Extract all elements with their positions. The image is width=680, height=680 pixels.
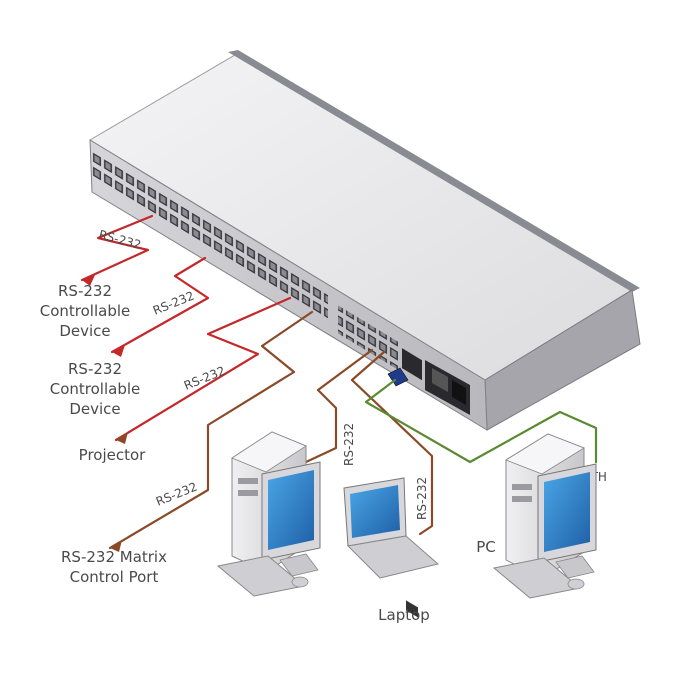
label-device1-line2: Controllable bbox=[40, 302, 131, 320]
cable-label-2: RS-232 bbox=[151, 289, 196, 318]
laptop-base bbox=[346, 535, 440, 579]
cable-rs232-device1 bbox=[80, 214, 154, 282]
label-device1-line3: Device bbox=[59, 322, 110, 340]
ethernet-port-icon bbox=[406, 600, 418, 618]
power-block bbox=[406, 360, 470, 618]
arrow-device2-icon bbox=[112, 345, 125, 357]
cable-label-5: RS-232 bbox=[342, 423, 356, 466]
cable-eth-pc bbox=[364, 378, 598, 464]
cable-rs232-matrix bbox=[108, 310, 314, 550]
desktop-mouse-icon bbox=[291, 576, 309, 588]
label-pc: PC bbox=[476, 538, 496, 556]
arrow-projector-icon bbox=[116, 432, 128, 444]
laptop-screen bbox=[350, 485, 400, 538]
chassis-rim bbox=[228, 50, 640, 292]
cable-rs232-device2 bbox=[110, 256, 210, 354]
label-device2-line2: Controllable bbox=[50, 380, 141, 398]
desktop-screen bbox=[268, 470, 314, 550]
label-projector: Projector bbox=[79, 446, 146, 464]
label-device2-line3: Device bbox=[69, 400, 120, 418]
cable-label-4: RS-232 bbox=[154, 480, 199, 509]
laptop bbox=[343, 477, 440, 579]
pc-mouse-icon bbox=[567, 578, 585, 590]
label-device1-line1: RS-232 bbox=[58, 282, 112, 300]
pc bbox=[492, 433, 597, 599]
cable-label-3: RS-232 bbox=[182, 364, 227, 393]
cable-label-6: RS-232 bbox=[415, 477, 429, 520]
cable-rs232-laptop bbox=[350, 350, 434, 536]
cables bbox=[80, 214, 598, 552]
device-labels: RS-232 Controllable Device RS-232 Contro… bbox=[40, 282, 496, 624]
desktop-computer bbox=[216, 431, 321, 597]
cable-rs232-desktop bbox=[304, 348, 374, 464]
label-device2-line1: RS-232 bbox=[68, 360, 122, 378]
arrow-matrix-icon bbox=[110, 540, 122, 552]
cable-label-1: RS-232 bbox=[97, 227, 142, 252]
cable-rs232-projector bbox=[114, 296, 292, 442]
arrow-device1-icon bbox=[82, 275, 95, 286]
matrix-switcher bbox=[89, 50, 641, 618]
label-laptop: Laptop bbox=[378, 606, 430, 624]
pc-screen bbox=[544, 472, 590, 552]
label-matrix-line1: RS-232 Matrix bbox=[61, 548, 167, 566]
label-matrix-line2: Control Port bbox=[70, 568, 159, 586]
